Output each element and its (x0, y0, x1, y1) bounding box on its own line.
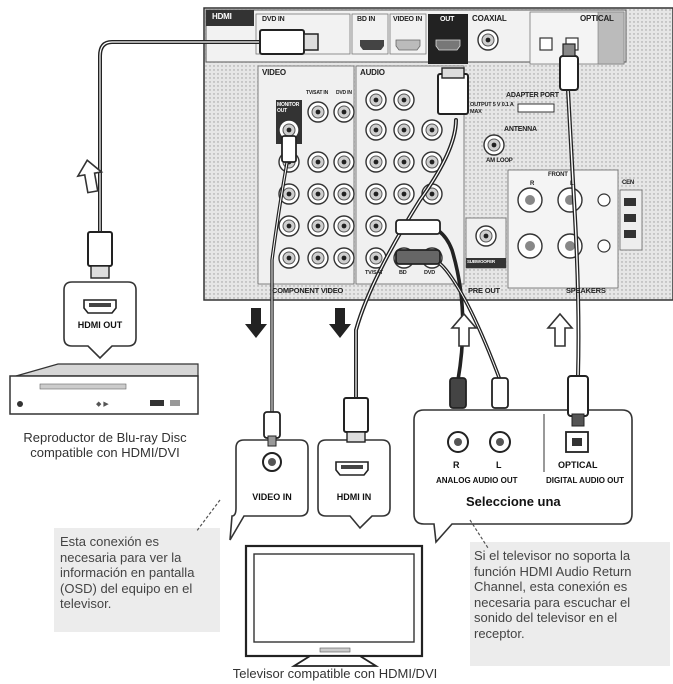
receiver-monitor-out-label: MONITOR OUT (277, 102, 300, 114)
plugs (259, 29, 579, 265)
notes (54, 499, 670, 666)
receiver-adapter-port-label: ADAPTER PORT (506, 92, 559, 99)
bluray-caption: Reproductor de Blu-ray Disc compatible c… (23, 430, 187, 460)
television (244, 544, 424, 667)
receiver-tv-sat-label: TV/SAT (365, 270, 383, 276)
receiver-am-loop-label: AM LOOP (486, 158, 513, 164)
tv-video-in-callout (229, 439, 309, 541)
svg-text:◆ ▶: ◆ ▶ (96, 401, 109, 408)
receiver-hdmi-label: HDMI (212, 12, 232, 21)
receiver-bd-label: BD (399, 270, 407, 276)
select-one-label: Seleccione una (466, 494, 561, 509)
receiver-out-label: OUT (440, 16, 455, 23)
bluray-port-callout (63, 281, 137, 360)
receiver-rear-panel (203, 7, 673, 301)
tv-hdmi-in-callout (317, 439, 391, 530)
analog-audio-out-label: ANALOG AUDIO OUT (436, 476, 518, 485)
audio-out-callout (413, 409, 633, 544)
cables (98, 40, 581, 414)
receiver-component-video-label: COMPONENT VIDEO (272, 286, 344, 295)
receiver-pre-out-label: PRE OUT (468, 286, 500, 295)
receiver-speaker-l-label: L (570, 181, 574, 187)
receiver-tv-sat-in-label: TV/SAT IN (306, 90, 328, 96)
hdmi-plug-at-tv (343, 397, 369, 443)
receiver-optical-label: OPTICAL (580, 14, 614, 23)
tv-video-in-label: VIDEO IN (252, 492, 292, 502)
receiver-subwoofer-label: SUBWOOFER (467, 259, 495, 264)
bluray-hdmi-plug (87, 231, 113, 279)
tv-caption: Televisor compatible con HDMI/DVI (232, 666, 438, 681)
audio-plugs (449, 375, 589, 427)
digital-audio-out-label: DIGITAL AUDIO OUT (546, 476, 625, 485)
receiver-audio-label: AUDIO (360, 68, 385, 77)
receiver-dvd-in-label: DVD IN (262, 16, 285, 23)
tv-hdmi-in-label: HDMI IN (336, 492, 372, 502)
osd-note: Esta conexión es necesaria para ver la i… (60, 534, 195, 611)
bluray-player: ◆ ▶ (9, 363, 199, 415)
composite-plug-at-tv (263, 411, 281, 447)
bluray-hdmi-out-label: HDMI OUT (77, 320, 123, 330)
receiver-coaxial-label: COAXIAL (472, 14, 507, 23)
receiver-front-label: FRONT (548, 172, 568, 178)
receiver-output-spec-label: OUTPUT 5 V 0.1 A MAX (470, 102, 514, 115)
audio-r-label: R (453, 460, 460, 470)
optical-label: OPTICAL (558, 460, 598, 470)
receiver-bd-in-label: BD IN (357, 16, 376, 23)
receiver-dvd-label: DVD (424, 270, 436, 276)
receiver-cen-label: CEN (622, 180, 635, 186)
audio-l-label: L (496, 460, 502, 470)
receiver-speakers-label: SPEAKERS (566, 286, 606, 295)
receiver-antenna-label: ANTENNA (504, 126, 537, 133)
arc-note: Si el televisor no soporta la función HD… (474, 548, 632, 641)
receiver-video-in-label: VIDEO IN (393, 16, 423, 23)
receiver-dvd-in-video-label: DVD IN (336, 90, 352, 96)
receiver-speaker-r-label: R (530, 181, 535, 187)
receiver-video-label: VIDEO (262, 68, 286, 77)
